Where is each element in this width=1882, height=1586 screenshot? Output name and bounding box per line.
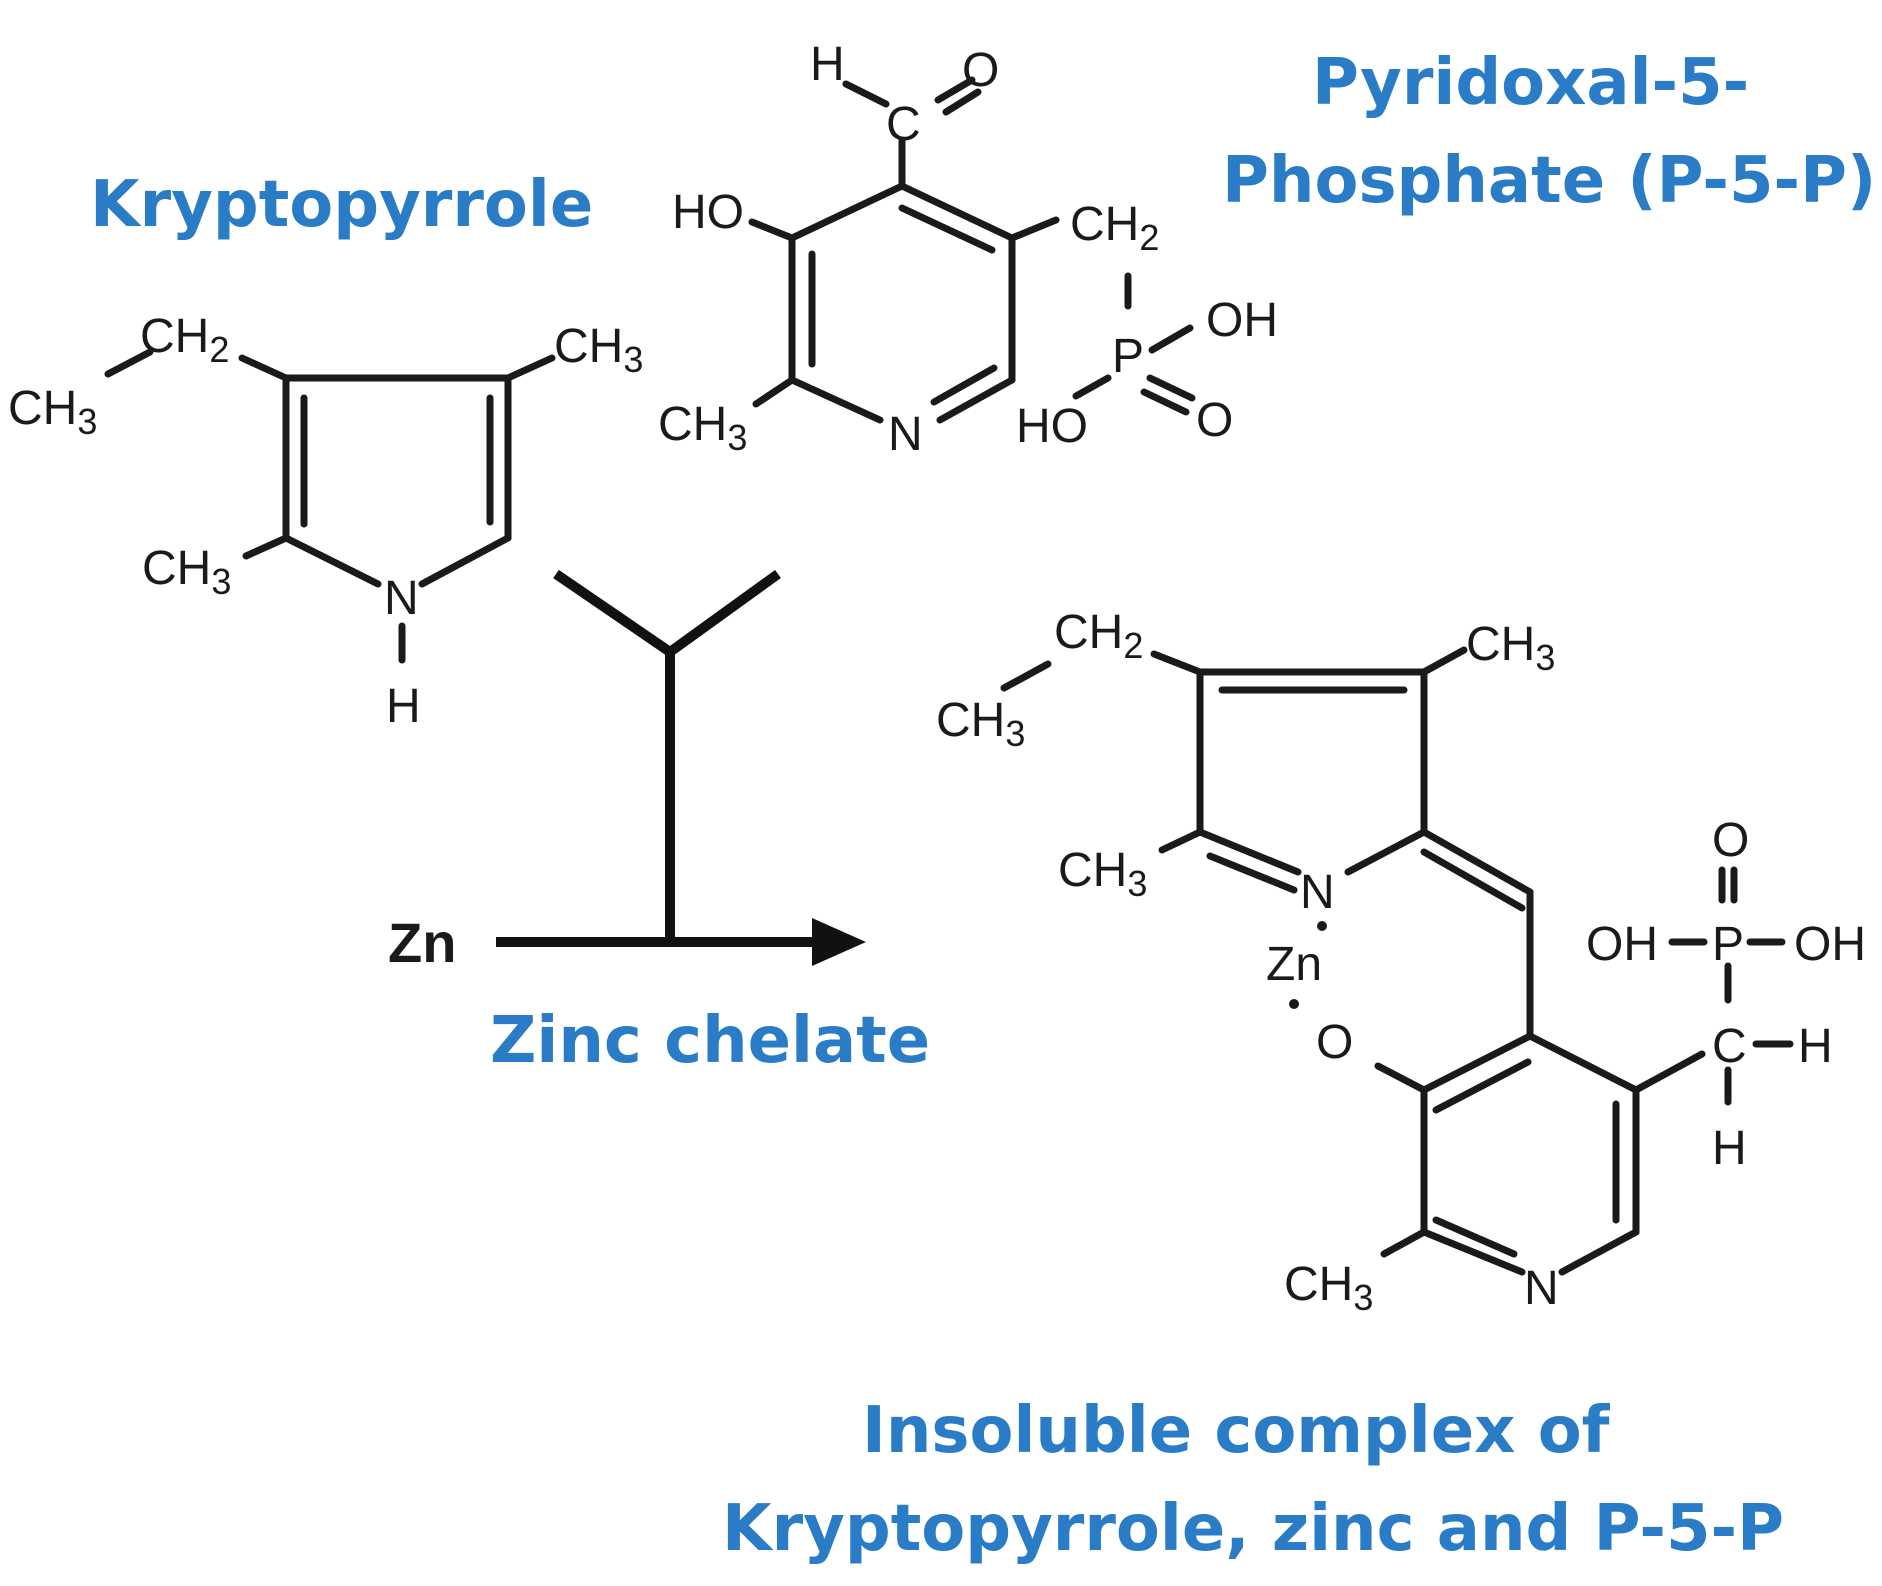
atom-oh: OH	[1586, 918, 1658, 971]
label-complex-line2: Kryptopyrrole, zinc and P-5-P	[722, 1492, 1784, 1566]
complex-structure: CH3 CH2 CH3 CH3 N Zn O O OH P OH C H H C…	[936, 606, 1866, 1318]
atom-ch3: CH3	[1058, 844, 1147, 904]
atom-o: O	[962, 44, 999, 97]
atom-o: O	[1712, 814, 1749, 867]
atom-n: N	[1300, 866, 1335, 919]
atom-ch2: CH2	[1070, 198, 1159, 258]
label-zinc-chelate: Zinc chelate	[490, 1004, 930, 1078]
atom-ho: HO	[672, 186, 744, 239]
atom-ch3: CH3	[658, 398, 747, 458]
atom-p: P	[1712, 918, 1744, 971]
p5p-structure: H C O HO CH2 OH P HO O CH3 N	[658, 38, 1278, 461]
atom-o: O	[1196, 394, 1233, 447]
atom-h: H	[1712, 1122, 1747, 1175]
label-p5p-line1: Pyridoxal-5-	[1312, 46, 1749, 120]
kryptopyrrole-structure: CH3 CH2 CH3 CH3 N H	[8, 310, 643, 733]
atom-zn-complex: Zn	[1266, 938, 1322, 991]
atom-oh: OH	[1794, 918, 1866, 971]
atom-ch3: CH3	[1284, 1258, 1373, 1318]
atom-ch3: CH3	[142, 542, 231, 602]
label-kryptopyrrole: Kryptopyrrole	[90, 168, 593, 242]
coordination-dot	[1289, 999, 1299, 1009]
coordination-dot	[1317, 921, 1327, 931]
atom-n: N	[888, 408, 923, 461]
arrowhead-icon	[812, 918, 866, 966]
atom-ho: HO	[1016, 400, 1088, 453]
atom-ch3: CH3	[936, 694, 1025, 754]
atom-h: H	[810, 38, 845, 91]
atom-h: H	[1798, 1020, 1833, 1073]
label-p5p-line2: Phosphate (P-5-P)	[1222, 144, 1876, 218]
atom-ch2: CH2	[140, 310, 229, 370]
atom-o: O	[1316, 1016, 1353, 1069]
atom-c: C	[886, 98, 921, 151]
atom-n: N	[1524, 1262, 1559, 1315]
atom-c: C	[1712, 1020, 1747, 1073]
atom-h: H	[386, 680, 421, 733]
atom-p: P	[1112, 330, 1144, 383]
atom-ch3: CH3	[1466, 618, 1555, 678]
label-complex-line1: Insoluble complex of	[862, 1394, 1611, 1468]
atom-n: N	[384, 572, 419, 625]
atom-oh: OH	[1206, 294, 1278, 347]
atom-ch2: CH2	[1054, 606, 1143, 666]
reaction-arrow: Zn	[388, 569, 866, 974]
atom-ch3: CH3	[554, 320, 643, 380]
atom-ch3: CH3	[8, 382, 97, 442]
atom-zn-reactant: Zn	[388, 911, 456, 974]
